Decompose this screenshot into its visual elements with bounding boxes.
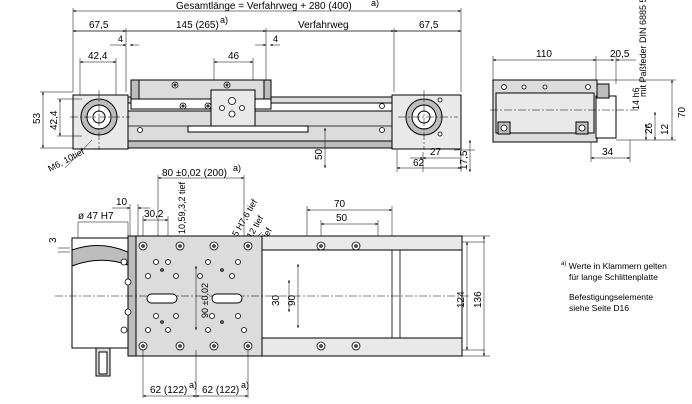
dim-62-right: 62 (122) xyxy=(202,385,239,396)
total-length-footnote: a) xyxy=(371,0,379,8)
shaft-label: 14 h6 xyxy=(631,87,641,110)
front-view: Gesamtlänge = Verfahrweg + 280 (400) a) … xyxy=(32,0,475,174)
dim-62: 62 xyxy=(413,158,425,169)
dim-80-footnote: a) xyxy=(233,163,241,173)
footnote-mark: a) xyxy=(561,261,567,267)
dim-145-footnote: a) xyxy=(220,15,228,25)
footnote-line1: Werte in Klammern gelten xyxy=(568,260,667,271)
dim-136: 136 xyxy=(473,291,484,308)
total-length-label: Gesamtlänge = Verfahrweg + 280 (400) xyxy=(176,1,352,12)
dim-17-5: 17,5 xyxy=(459,150,470,170)
notes-panel: a) Werte in Klammern gelten für lange Sc… xyxy=(561,259,689,323)
footnote: a) Werte in Klammern gelten für lange Sc… xyxy=(561,259,689,283)
dim-30-plan: 30 xyxy=(271,294,282,306)
slot-right xyxy=(211,293,243,304)
dim-62-right-footnote: a) xyxy=(241,380,249,390)
thread-label: M6, 10tief xyxy=(46,146,86,174)
dim-42-4-h: 42,4 xyxy=(88,51,108,62)
dim-67-5-left: 67,5 xyxy=(89,20,109,31)
dim-phi47: ø 47 H7 xyxy=(78,211,114,222)
dim-34: 34 xyxy=(602,147,614,158)
dim-verfahrweg: Verfahrweg xyxy=(298,20,349,31)
dim-67-5-right: 67,5 xyxy=(419,20,439,31)
slot-left xyxy=(146,293,178,304)
dim-145: 145 (265) xyxy=(176,20,219,31)
dim-124: 124 xyxy=(456,291,467,308)
side-view: 110 20,5 70 26 12 14 h6 mit xyxy=(490,0,688,162)
footnote-line2: für lange Schlittenplatte xyxy=(569,271,658,282)
dim-110: 110 xyxy=(536,49,552,60)
left-bearing-icon xyxy=(70,90,130,150)
mounting-note: Befestigungselemente siehe Seite D16 xyxy=(561,292,689,314)
carriage-bolts xyxy=(171,81,245,118)
key-label: mit Paßfeder DIN 6885 5x5x20 xyxy=(638,0,648,97)
dim-20-5: 20,5 xyxy=(610,49,630,60)
dim-80: 80 ±0,02 (200) xyxy=(162,168,227,179)
plan-view: 80 ±0,02 (200) a) 10 30,2 ø 47 H7 3 10,5… xyxy=(48,163,490,398)
label-10-59: 10,59,3,2 tief xyxy=(177,181,187,234)
dim-53: 53 xyxy=(32,112,43,124)
side-holes xyxy=(497,84,591,135)
mounting-line2: siehe Seite D16 xyxy=(569,302,630,313)
dim-4-left: 4 xyxy=(118,34,123,44)
dim-3: 3 xyxy=(48,237,59,243)
dim-90-plan: 90 xyxy=(287,294,298,306)
dim-50: 50 xyxy=(314,148,325,160)
right-bearing-icon xyxy=(398,90,458,150)
dim-42-4-v: 42,4 xyxy=(49,110,60,130)
dim-4-right: 4 xyxy=(273,34,278,44)
end-block-holes xyxy=(137,103,385,133)
dim-62-left-footnote: a) xyxy=(189,380,197,390)
dim-90-02: 90 ±0,02 xyxy=(200,283,210,318)
dim-30-2: 30,2 xyxy=(144,209,164,220)
dim-70-side: 70 xyxy=(677,106,688,118)
dim-46: 46 xyxy=(228,51,240,62)
dim-12: 12 xyxy=(660,123,671,135)
dim-26: 26 xyxy=(644,122,655,134)
dim-27: 27 xyxy=(430,147,442,158)
dim-50-plan: 50 xyxy=(336,213,348,224)
dim-70-plan: 70 xyxy=(334,199,346,210)
dim-62-left: 62 (122) xyxy=(150,385,187,396)
carriage-hole-pattern xyxy=(120,241,361,351)
dim-10: 10 xyxy=(116,197,128,208)
mounting-line1: Befestigungselemente xyxy=(569,291,654,302)
